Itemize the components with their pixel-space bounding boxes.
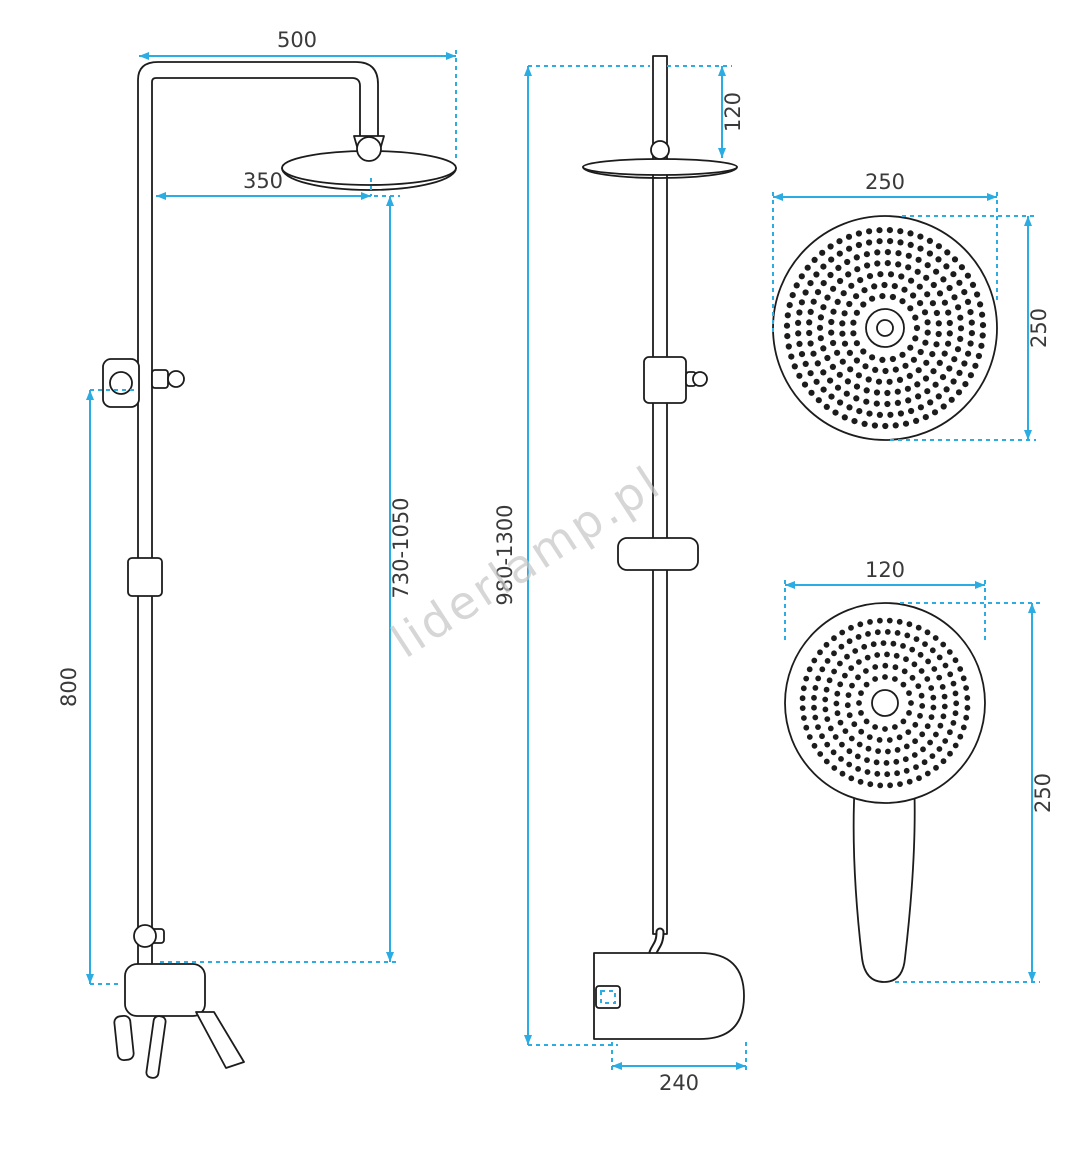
wall-mount-block xyxy=(643,356,687,404)
column-pipe-outer xyxy=(137,61,379,1001)
dim-label-rain-height: 250 xyxy=(1027,308,1051,348)
hose-outlet xyxy=(133,924,157,948)
bracket-knob-stem xyxy=(151,369,169,389)
slider-holder xyxy=(127,557,163,597)
dim-label-head-offset: 350 xyxy=(243,169,283,193)
mixer-outlet-nub-detail xyxy=(600,990,616,1004)
rain-head-side xyxy=(582,158,738,176)
mixer-lever xyxy=(145,1015,167,1079)
dim-label-arm-width: 500 xyxy=(277,28,317,52)
hand-shower-center-hole xyxy=(871,689,899,717)
front-view: 500 350 730-1050 800 xyxy=(57,28,457,1079)
rain-head-center-hole xyxy=(876,319,894,337)
wall-mount-knob xyxy=(692,371,708,387)
dim-label-hand-length: 250 xyxy=(1031,773,1055,813)
mixer-outlet-nub xyxy=(595,985,621,1009)
rain-head-center-ring xyxy=(865,308,905,348)
hand-shower-handle xyxy=(852,779,916,983)
mixer-plate xyxy=(195,1011,245,1069)
rain-head-nut xyxy=(356,136,382,162)
side-view: 120 980-1300 240 xyxy=(493,55,747,1095)
rain-head-side-nut xyxy=(650,140,670,160)
mixer-body-side xyxy=(593,952,745,1040)
dim-label-rain-width: 250 xyxy=(865,170,905,194)
rain-head-rim xyxy=(281,167,457,191)
soap-dish xyxy=(617,537,699,571)
dim-label-lower-height: 800 xyxy=(57,667,81,707)
rain-head-side-rim xyxy=(582,166,738,179)
mixer-spout xyxy=(113,1014,135,1062)
hand-shower-nozzle-dots xyxy=(799,617,971,789)
rain-head-top-view: 250 250 xyxy=(772,170,1051,441)
bracket-knob xyxy=(167,370,185,388)
dim-label-head-drop: 120 xyxy=(721,92,745,132)
mixer-body-front xyxy=(124,963,206,1017)
dim-label-column-height: 730-1050 xyxy=(389,497,413,598)
dim-label-hand-width: 120 xyxy=(865,558,905,582)
dim-label-mixer-depth: 240 xyxy=(659,1071,699,1095)
dim-label-total-height: 980-1300 xyxy=(493,504,517,605)
wall-bracket-screw xyxy=(109,371,133,395)
rain-head-nozzle-dots xyxy=(783,227,987,430)
hand-shower-view: 120 250 xyxy=(784,558,1055,983)
column-pipe-inner xyxy=(151,77,361,1001)
